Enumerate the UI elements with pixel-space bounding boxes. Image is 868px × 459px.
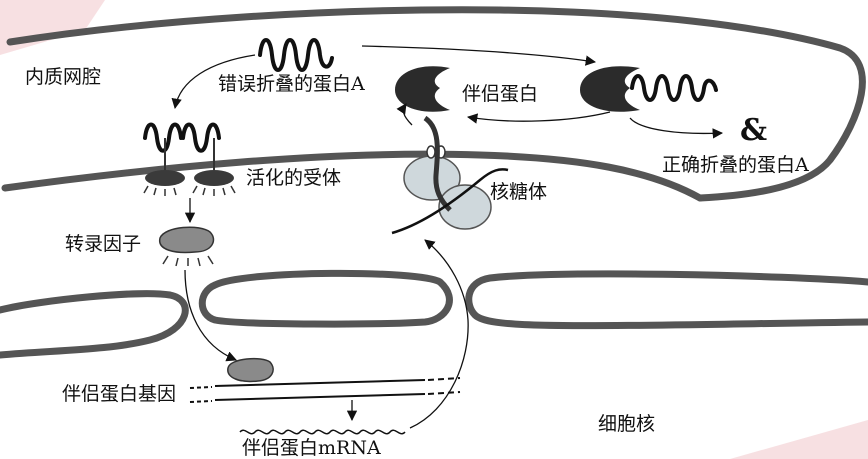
gene-strand-top-dashed: [427, 377, 461, 381]
arrow-chaperone-release: [466, 111, 611, 124]
arrow-ribosome-to-chaperone: [396, 103, 413, 126]
gene-strand-bottom: [214, 393, 426, 401]
receptor-protein-right: [181, 122, 221, 153]
watermark-bottom-right: [730, 420, 868, 459]
receptor-left: [145, 170, 185, 186]
label-transcription-factor: 转录因子: [65, 233, 141, 255]
label-chaperone: 伴侣蛋白: [462, 83, 538, 105]
label-chaperone-mrna: 伴侣蛋白mRNA: [242, 437, 381, 459]
chaperone-left: [395, 66, 450, 112]
label-er-lumen: 内质网腔: [25, 66, 101, 88]
misfolded-protein-top: [258, 38, 334, 72]
nuclear-envelope-right: [465, 270, 868, 330]
factor-activation-marks: [162, 255, 214, 267]
nascent-polypeptide: [423, 115, 452, 212]
gene-strand-top: [214, 379, 426, 387]
mrna-squiggle: [239, 429, 406, 435]
ribosome-small-subunit: [438, 184, 492, 230]
label-ribosome: 核糖体: [490, 181, 547, 203]
gene-strand-left-dashed-2: [189, 400, 213, 403]
arrow-factor-to-gene: [184, 269, 237, 362]
protein-bound-to-chaperone: [630, 74, 718, 102]
label-misfolded-protein: 错误折叠的蛋白A: [218, 73, 365, 95]
arrow-to-folded-protein: [629, 117, 724, 139]
er-membrane-bottom: [1, 150, 704, 202]
bound-transcription-factor: [227, 357, 274, 383]
arrow-misfolded-to-receptor: [171, 54, 256, 110]
label-nucleus: 细胞核: [598, 413, 655, 435]
receptor-protein-left: [143, 122, 183, 153]
mrna-on-ribosome: [391, 168, 509, 235]
transcription-factor: [159, 226, 215, 254]
nuclear-pore-compartment: [198, 269, 453, 328]
nuclear-envelope-left: [0, 290, 189, 359]
gene-strand-bottom-dashed: [427, 391, 461, 395]
arrow-mrna-to-ribosome: [409, 239, 469, 429]
receptor-activation-marks: [143, 185, 236, 196]
gene-strand-left-dashed: [189, 386, 213, 389]
folded-protein-icon: &: [740, 113, 767, 148]
watermark-top-left: [0, 0, 105, 55]
label-chaperone-gene: 伴侣蛋白基因: [62, 383, 176, 405]
receptor-right: [194, 170, 234, 186]
arrow-misfolded-to-chaperone-complex: [361, 45, 597, 66]
translocon-left: [426, 145, 436, 159]
chaperone-right: [580, 66, 640, 112]
label-activated-receptor: 活化的受体: [246, 167, 341, 189]
label-correctly-folded-protein: 正确折叠的蛋白A: [662, 154, 809, 176]
er-membrane-top: [6, 6, 866, 202]
